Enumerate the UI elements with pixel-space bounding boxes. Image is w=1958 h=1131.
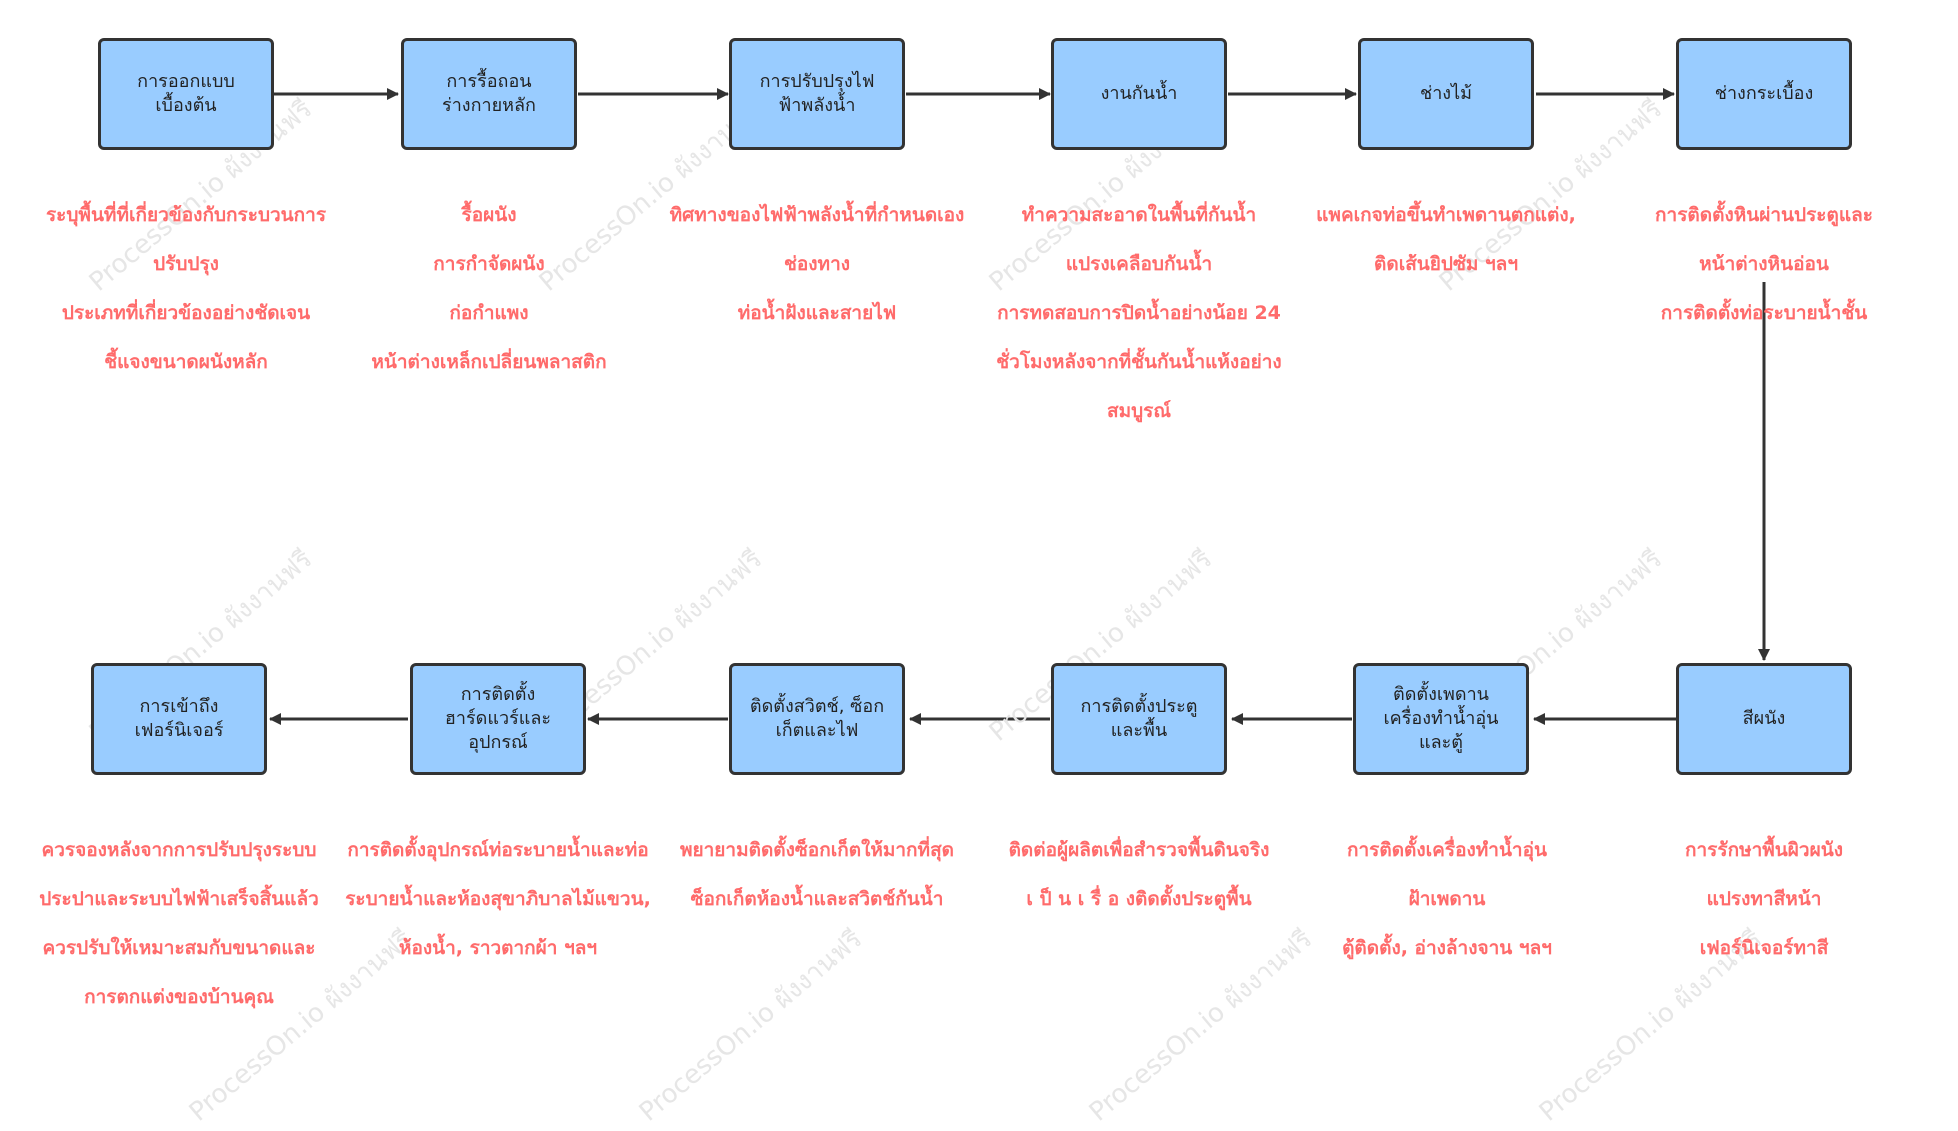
process-box-furniture-delivery[interactable]: การเข้าถึง เฟอร์นิเจอร์	[91, 663, 267, 775]
process-box-hardware-fixtures[interactable]: การติดตั้ง ฮาร์ดแวร์และ อุปกรณ์	[410, 663, 586, 775]
process-box-ceiling-heater-cabinet[interactable]: ติดตั้งเพดาน เครื่องทำน้ำอุ่น และตู้	[1353, 663, 1529, 775]
process-note: แพคเกจท่อขึ้นทำเพดานตกแต่ง, ติดเส้นยิปซั…	[1316, 204, 1576, 275]
process-box-wall-paint[interactable]: สีผนัง	[1676, 663, 1852, 775]
process-box-hydropower[interactable]: การปรับปรุงไฟ ฟ้าพลังน้ำ	[729, 38, 905, 150]
process-note: การติดตั้งอุปกรณ์ท่อระบายน้ำและท่อ ระบาย…	[345, 839, 651, 959]
process-note: การติดตั้งหินผ่านประตูและ หน้าต่างหินอ่อ…	[1655, 204, 1873, 324]
process-note: ทำความสะอาดในพื้นที่กันน้ำ แปรงเคลือบกัน…	[996, 204, 1282, 422]
process-note: การติดตั้งเครื่องทำน้ำอุ่น ฝ้าเพดาน ตู้ต…	[1342, 839, 1552, 959]
process-box-preliminary-design[interactable]: การออกแบบ เบื้องต้น	[98, 38, 274, 150]
process-box-waterproofing[interactable]: งานกันน้ำ	[1051, 38, 1227, 150]
process-box-carpentry[interactable]: ช่างไม้	[1358, 38, 1534, 150]
flowchart-connectors	[269, 88, 1770, 725]
process-note: ระบุพื้นที่ที่เกี่ยวข้องกับกระบวนการ ปรั…	[45, 204, 327, 373]
process-note: พยายามติดตั้งซ็อกเก็ตให้มากที่สุด ซ็อกเก…	[679, 839, 955, 910]
process-box-demolition[interactable]: การรื้อถอน ร่างกายหลัก	[401, 38, 577, 150]
process-note: ควรจองหลังจากการปรับปรุงระบบ ประปาและระบ…	[39, 839, 319, 1008]
process-note: ติดต่อผู้ผลิตเพื่อสำรวจพื้นดินจริง เ ป็ …	[1008, 839, 1270, 910]
process-note: รื้อผนัง การกำจัดผนัง ก่อกำแพง หน้าต่างเ…	[371, 204, 607, 373]
process-box-switch-socket-light[interactable]: ติดตั้งสวิตช์, ซ็อก เก็ตและไฟ	[729, 663, 905, 775]
process-note: ทิศทางของไฟฟ้าพลังน้ำที่กำหนดเอง ช่องทาง…	[669, 204, 965, 324]
process-box-door-floor[interactable]: การติดตั้งประตู และพื้น	[1051, 663, 1227, 775]
process-note: การรักษาพื้นผิวผนัง แปรงทาสีหน้า เฟอร์นิ…	[1685, 839, 1843, 959]
process-box-tiling[interactable]: ช่างกระเบื้อง	[1676, 38, 1852, 150]
